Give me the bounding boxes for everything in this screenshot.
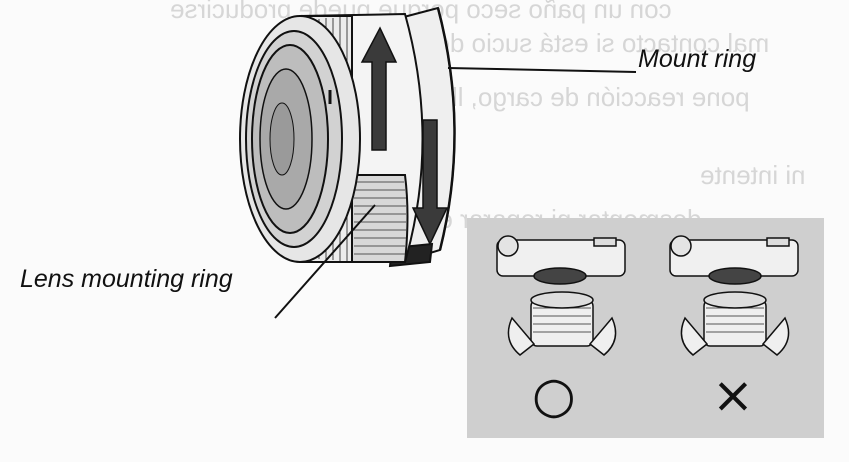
inset-illustrations bbox=[496, 235, 799, 356]
mount-ring-leader bbox=[447, 67, 637, 73]
mount-ring-label: Mount ring bbox=[638, 45, 757, 73]
rotation-arrows bbox=[360, 26, 449, 246]
arrow-up-icon bbox=[360, 26, 398, 151]
correct-mount-illustration bbox=[496, 235, 626, 356]
lens-mounting-ring-band bbox=[351, 174, 409, 263]
lens-illustration bbox=[239, 6, 456, 268]
correct-mark-icon: ○ bbox=[532, 366, 576, 424]
lens-mounting-ring-leader bbox=[274, 204, 376, 319]
arrow-down-icon bbox=[411, 119, 449, 246]
incorrect-mark-icon: × bbox=[712, 366, 754, 424]
incorrect-mount-illustration bbox=[669, 235, 799, 356]
lens-mounting-ring-label: Lens mounting ring bbox=[20, 265, 233, 293]
